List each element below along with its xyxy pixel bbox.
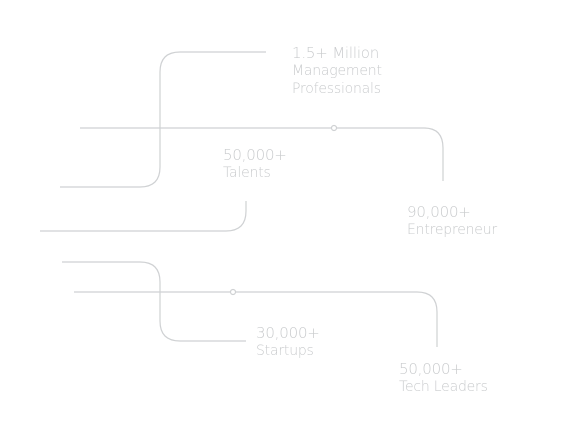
stat-startups: 30,000+ Startups	[256, 324, 320, 360]
stat-talents: 50,000+ Talents	[223, 146, 287, 182]
connector-line-talents	[40, 201, 247, 232]
stat-value: 30,000+	[256, 324, 320, 342]
stat-label: Professionals	[292, 81, 381, 97]
stat-label: Entrepreneur	[407, 222, 497, 238]
stat-label: Startups	[256, 343, 314, 359]
connector-line-startups	[62, 261, 246, 342]
stat-tech-leaders: 50,000+ Tech Leaders	[399, 360, 488, 396]
stat-label: Management	[292, 63, 382, 79]
connector-line-management	[60, 51, 266, 188]
stat-label: Tech Leaders	[399, 379, 488, 395]
stat-label: Talents	[223, 165, 271, 181]
stat-value: 50,000+	[223, 146, 287, 164]
connector-line-entrepreneur	[80, 127, 444, 181]
stat-value: 50,000+	[399, 360, 463, 378]
connector-node	[229, 288, 237, 296]
connector-node	[330, 124, 338, 132]
connector-line-tech-leaders	[74, 291, 438, 347]
stat-value: 1.5+ Million	[292, 44, 380, 62]
stat-entrepreneur: 90,000+ Entrepreneur	[407, 203, 497, 239]
stat-value: 90,000+	[407, 203, 471, 221]
stat-management: 1.5+ Million Management Professionals	[292, 44, 382, 98]
